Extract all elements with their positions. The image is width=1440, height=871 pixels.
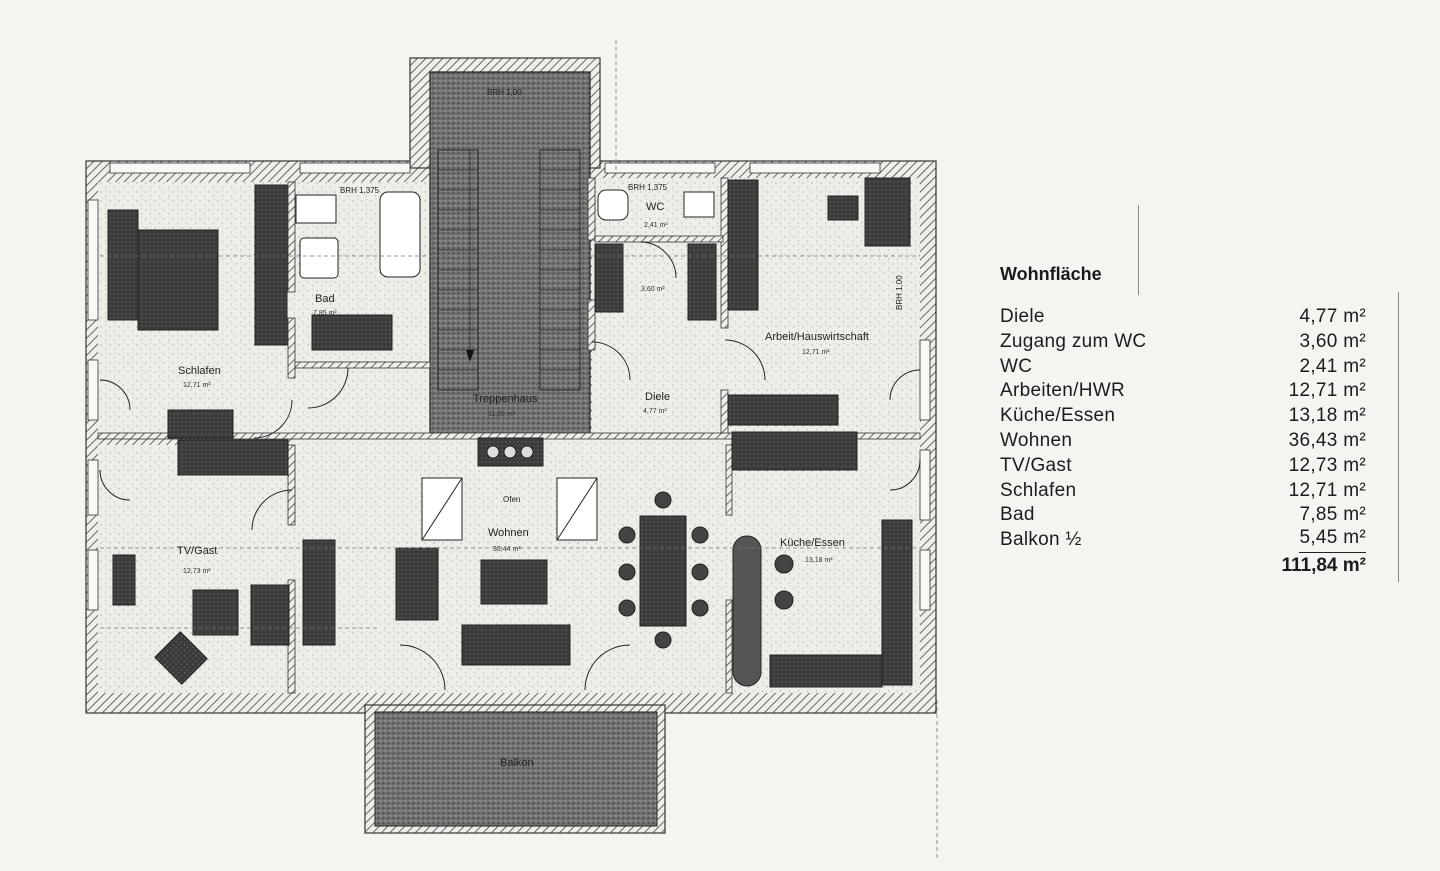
room-label-treppenhaus: Treppenhaus — [473, 393, 538, 405]
row-label: WC — [1000, 355, 1033, 377]
row-value: 12,71 m² — [1288, 479, 1366, 501]
row-value: 12,71 m² — [1288, 380, 1366, 402]
room-label-tvgast: TV/Gast — [177, 545, 218, 557]
brh-top-label: BRH 1,00 — [487, 88, 522, 97]
room-label-balkon: Balkon — [500, 757, 534, 769]
room-area-tvgast: 12,73 m² — [183, 568, 211, 575]
table-row: TV/Gast 12,73 m² — [1000, 454, 1366, 479]
row-label: Bad — [1000, 504, 1035, 526]
room-area-treppenhaus: 11,05 m² — [488, 411, 516, 418]
table-row: WC 2,41 m² — [1000, 355, 1366, 380]
room-label-kueche: Küche/Essen — [780, 537, 845, 549]
brh-wc-label: BRH 1,375 — [628, 183, 668, 192]
room-area-bad: 7,85 m² — [313, 310, 337, 317]
room-area-wohnen: 36,44 m² — [493, 546, 521, 553]
table-row: Wohnen 36,43 m² — [1000, 429, 1366, 454]
row-label: TV/Gast — [1000, 454, 1072, 476]
windows — [87, 162, 931, 611]
row-label: Küche/Essen — [1000, 405, 1116, 427]
row-label: Zugang zum WC — [1000, 330, 1147, 352]
room-label-wc: WC — [646, 201, 665, 213]
brh-bad-label: BRH 1,375 — [340, 186, 380, 195]
table-row: Küche/Essen 13,18 m² — [1000, 404, 1366, 429]
room-label-bad: Bad — [315, 293, 335, 305]
table-total: 111,84 m² — [1281, 554, 1366, 576]
door-swings — [99, 241, 921, 691]
room-area-wc: 2,41 m² — [644, 222, 668, 229]
table-row: Zugang zum WC 3,60 m² — [1000, 330, 1366, 355]
table-heading: Wohnfläche — [1000, 264, 1102, 284]
room-label-arbeit: Arbeit/Hauswirtschaft — [765, 331, 869, 343]
room-area-arbeit: 12,71 m² — [802, 349, 830, 356]
room-area-kueche: 13,18 m² — [805, 557, 833, 564]
row-value: 12,73 m² — [1288, 454, 1366, 476]
table-row: Schlafen 12,71 m² — [1000, 479, 1366, 504]
interior-walls — [97, 177, 921, 694]
room-label-wohnen: Wohnen — [488, 527, 529, 539]
row-value: 3,60 m² — [1299, 330, 1366, 352]
table-row: Balkon ½ 5,45 m² — [1000, 528, 1366, 553]
balcony — [364, 704, 666, 834]
row-label: Diele — [1000, 306, 1045, 327]
table-row: Diele 4,77 m² — [1000, 305, 1366, 330]
row-label: Arbeiten/HWR — [1000, 380, 1126, 402]
room-label-schlafen: Schlafen — [178, 365, 221, 377]
room-label-diele: Diele — [645, 391, 671, 403]
margin-rule-right — [1398, 292, 1399, 582]
row-value: 13,18 m² — [1288, 405, 1366, 427]
row-value: 7,85 m² — [1299, 504, 1366, 526]
room-area-zugang: 3,60 m² — [641, 286, 665, 293]
stairwell — [429, 71, 591, 439]
ofen-label: Ofen — [503, 495, 521, 504]
row-label: Balkon ½ — [1000, 529, 1082, 551]
margin-rule-top — [1138, 205, 1139, 295]
row-label: Schlafen — [1000, 479, 1077, 501]
room-area-diele: 4,77 m² — [643, 408, 667, 415]
row-value: 4,77 m² — [1299, 306, 1366, 327]
dimension-lines — [100, 40, 938, 860]
row-label: Wohnen — [1000, 429, 1073, 451]
row-value: 2,41 m² — [1299, 355, 1366, 377]
row-value: 36,43 m² — [1288, 429, 1366, 451]
row-value: 5,45 m² — [1299, 528, 1366, 553]
stair-arrow-icon — [466, 350, 474, 362]
room-area-schlafen: 12,71 m² — [183, 382, 211, 389]
living-area-table: Wohnfläche Diele 4,77 m² Zugang zum WC 3,6… — [1000, 264, 1380, 577]
table-row: Bad 7,85 m² — [1000, 503, 1366, 528]
table-row: Arbeiten/HWR 12,71 m² — [1000, 379, 1366, 404]
brh-right-label: BRH 1,00 — [895, 275, 904, 310]
